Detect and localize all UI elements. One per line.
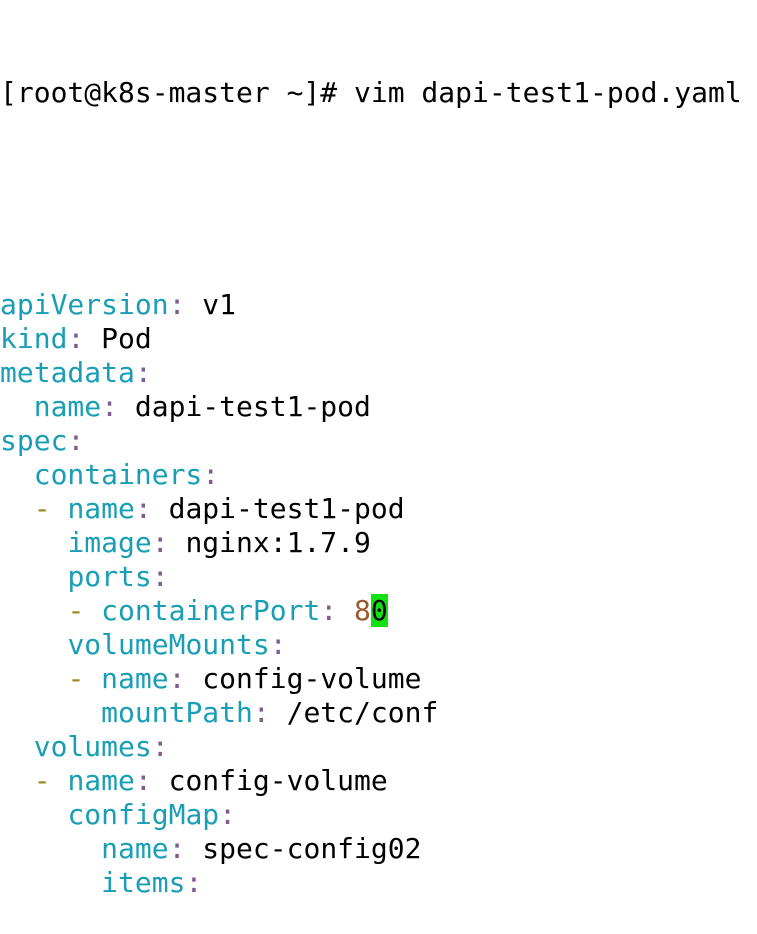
yaml-line: kind: Pod <box>0 322 757 356</box>
yaml-value: nginx:1.7.9 <box>168 526 371 559</box>
yaml-line: volumeMounts: <box>0 628 757 662</box>
yaml-indent <box>0 696 101 729</box>
yaml-colon: : <box>151 526 169 559</box>
yaml-indent <box>0 628 67 661</box>
yaml-colon: : <box>269 628 287 661</box>
yaml-key: mountPath <box>101 696 253 729</box>
yaml-key: apiVersion <box>0 288 169 321</box>
yaml-colon: : <box>168 288 186 321</box>
yaml-value: config-volume <box>151 764 388 797</box>
yaml-line: apiVersion: v1 <box>0 288 757 322</box>
yaml-line: mountPath: /etc/conf <box>0 696 757 730</box>
yaml-colon: : <box>168 662 186 695</box>
yaml-value: v1 <box>185 288 237 321</box>
yaml-value: Pod <box>84 322 152 355</box>
yaml-indent <box>0 764 34 797</box>
yaml-list-dash: - <box>33 492 68 525</box>
yaml-colon: : <box>151 730 169 763</box>
yaml-indent <box>0 798 67 831</box>
yaml-number-value: 8 <box>337 594 371 627</box>
yaml-key: name <box>101 832 169 865</box>
yaml-key: volumes <box>33 730 152 763</box>
yaml-line: volumes: <box>0 730 757 764</box>
yaml-value: /etc/conf <box>269 696 439 729</box>
yaml-indent <box>0 560 67 593</box>
yaml-value: dapi-test1-pod <box>151 492 405 525</box>
yaml-key: spec <box>0 424 68 457</box>
yaml-line: name: spec-config02 <box>0 832 757 866</box>
yaml-key: volumeMounts <box>67 628 270 661</box>
yaml-indent <box>0 492 34 525</box>
yaml-key: name <box>101 662 169 695</box>
yaml-line: - containerPort: 80 <box>0 594 757 628</box>
yaml-line: name: dapi-test1-pod <box>0 390 757 424</box>
yaml-colon: : <box>252 696 270 729</box>
text-cursor[interactable]: 0 <box>370 594 388 627</box>
yaml-key: kind <box>0 322 68 355</box>
yaml-key: ports <box>67 560 152 593</box>
yaml-colon: : <box>185 866 203 899</box>
yaml-list-dash: - <box>33 764 68 797</box>
yaml-list-dash: - <box>67 594 102 627</box>
terminal-window[interactable]: [root@k8s-master ~]# vim dapi-test1-pod.… <box>0 0 757 899</box>
yaml-indent <box>0 594 67 627</box>
yaml-key: image <box>67 526 152 559</box>
yaml-colon: : <box>168 832 186 865</box>
yaml-value: spec-config02 <box>185 832 422 865</box>
shell-prompt-line: [root@k8s-master ~]# vim dapi-test1-pod.… <box>0 76 757 110</box>
yaml-indent <box>0 390 34 423</box>
yaml-colon: : <box>134 492 152 525</box>
yaml-key: name <box>67 492 135 525</box>
yaml-colon: : <box>101 390 119 423</box>
yaml-indent <box>0 458 34 491</box>
yaml-key: items <box>101 866 186 899</box>
yaml-colon: : <box>134 764 152 797</box>
yaml-line: items: <box>0 866 757 900</box>
yaml-key: metadata <box>0 356 135 389</box>
yaml-key: name <box>33 390 102 423</box>
yaml-indent <box>0 662 67 695</box>
yaml-line: containers: <box>0 458 757 492</box>
yaml-key: containers <box>33 458 203 491</box>
blank-line <box>0 178 757 212</box>
shell-command: [root@k8s-master ~]# vim dapi-test1-pod.… <box>0 76 742 109</box>
yaml-colon: : <box>202 458 220 491</box>
yaml-colon: : <box>67 424 85 457</box>
yaml-key: containerPort <box>101 594 321 627</box>
yaml-indent <box>0 866 101 899</box>
yaml-indent <box>0 832 101 865</box>
yaml-line: configMap: <box>0 798 757 832</box>
yaml-indent <box>0 730 34 763</box>
yaml-colon: : <box>67 322 85 355</box>
yaml-line: - name: config-volume <box>0 662 757 696</box>
yaml-key: name <box>67 764 135 797</box>
yaml-line: ports: <box>0 560 757 594</box>
yaml-line: image: nginx:1.7.9 <box>0 526 757 560</box>
yaml-list-dash: - <box>67 662 102 695</box>
yaml-line: - name: config-volume <box>0 764 757 798</box>
yaml-value: config-volume <box>185 662 422 695</box>
yaml-indent <box>0 526 67 559</box>
yaml-key: configMap <box>67 798 220 831</box>
yaml-line: spec: <box>0 424 757 458</box>
yaml-colon: : <box>320 594 338 627</box>
yaml-line: metadata: <box>0 356 757 390</box>
yaml-value: dapi-test1-pod <box>118 390 371 423</box>
yaml-colon: : <box>151 560 169 593</box>
yaml-colon: : <box>219 798 237 831</box>
yaml-colon: : <box>134 356 152 389</box>
yaml-line: - name: dapi-test1-pod <box>0 492 757 526</box>
